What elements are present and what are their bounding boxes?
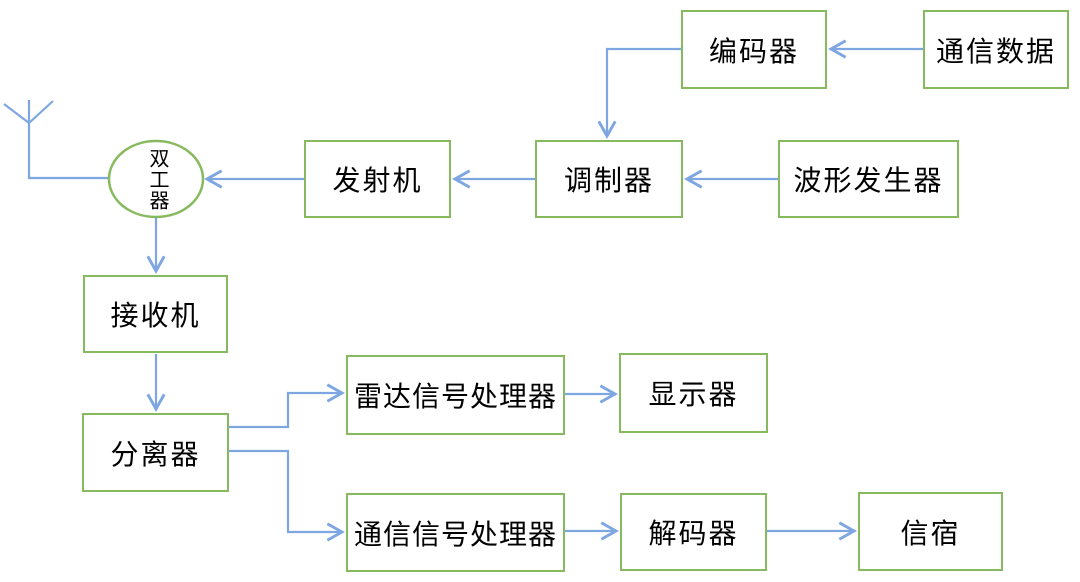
node-receiver: 接收机 — [83, 275, 228, 353]
node-radar-signal-processor: 雷达信号处理器 — [346, 355, 565, 435]
node-comm-data: 通信数据 — [923, 10, 1069, 89]
node-display: 显示器 — [619, 353, 768, 433]
edge-encoder-to-modulator — [597, 47, 681, 139]
node-sink: 信宿 — [858, 492, 1003, 571]
node-modulator: 调制器 — [535, 140, 683, 218]
node-duplexer-label: 双工器 — [146, 147, 168, 211]
node-waveform-generator: 波形发生器 — [778, 140, 959, 218]
node-splitter: 分离器 — [82, 413, 229, 492]
duplexer-shape — [107, 139, 205, 219]
node-transmitter: 发射机 — [304, 140, 451, 218]
antenna-icon — [3, 100, 110, 180]
edge-splitter-to-radar-signal-processor — [229, 383, 345, 429]
node-comm-signal-processor: 通信信号处理器 — [346, 493, 565, 572]
node-encoder: 编码器 — [681, 10, 827, 89]
node-decoder: 解码器 — [620, 493, 767, 571]
edge-splitter-to-comm-signal-processor — [229, 449, 345, 542]
